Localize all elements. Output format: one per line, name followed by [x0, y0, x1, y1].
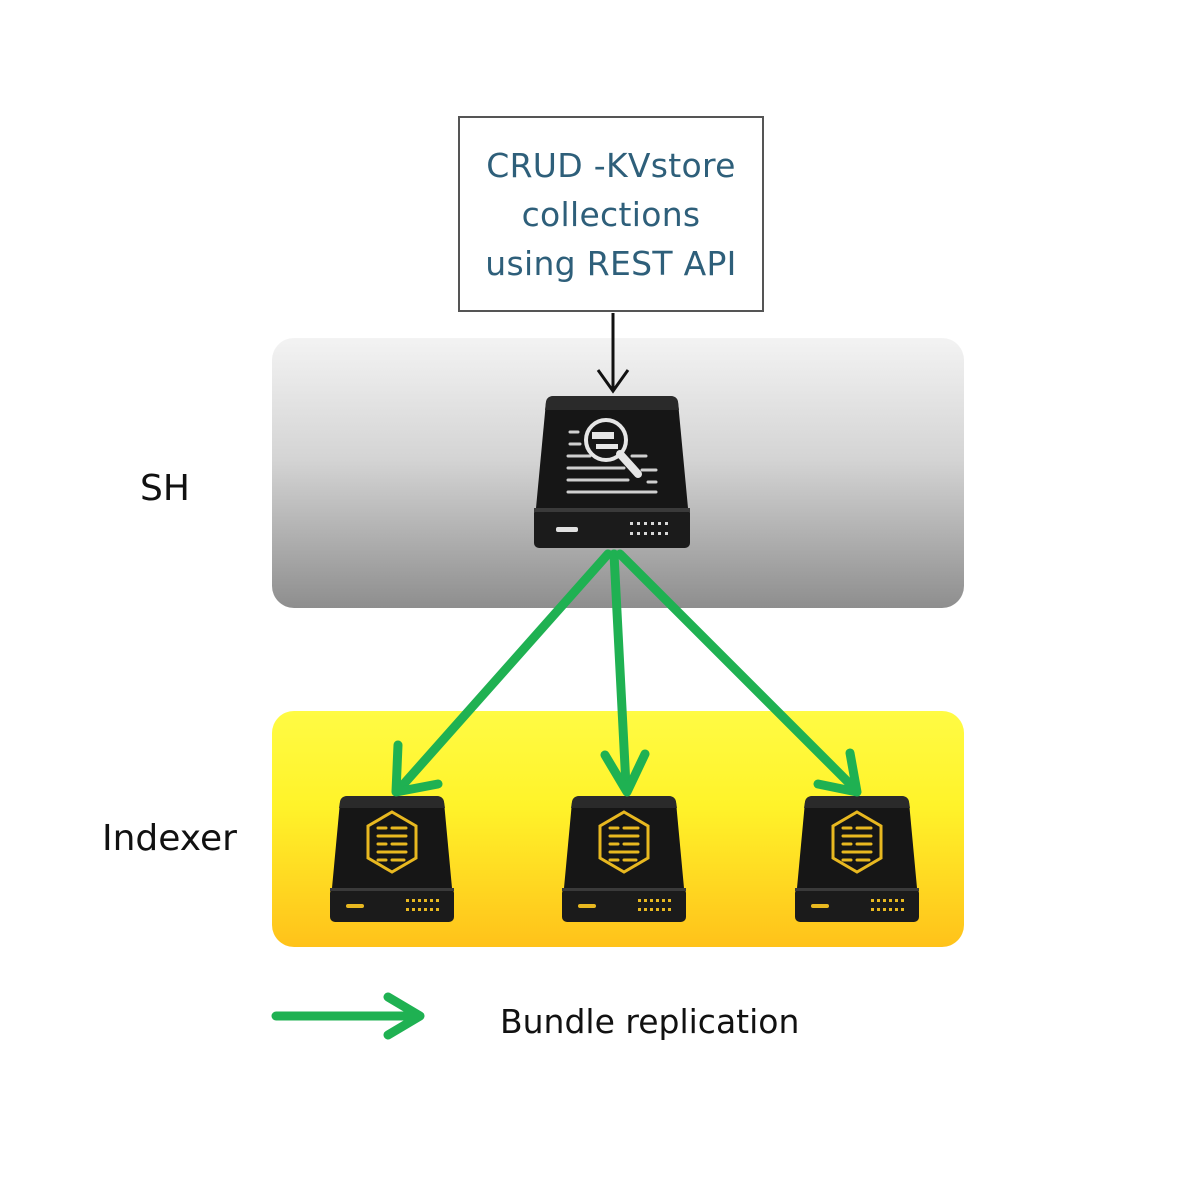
crud-line-2: collections [521, 194, 701, 234]
crud-line-3: using REST API [485, 243, 737, 283]
sh-label: SH [140, 468, 190, 509]
legend-arrow [271, 992, 425, 1040]
crud-line-1: CRUD -KVstore [486, 145, 736, 185]
crud-kvstore-box: CRUD -KVstore collections using REST API [458, 116, 764, 312]
search-head-server-icon [534, 396, 690, 548]
indexer-server-icon [330, 796, 454, 922]
indexer-server-icon [795, 796, 919, 922]
legend-label: Bundle replication [500, 1002, 800, 1041]
indexer-label: Indexer [102, 818, 237, 859]
indexer-server-icon [562, 796, 686, 922]
